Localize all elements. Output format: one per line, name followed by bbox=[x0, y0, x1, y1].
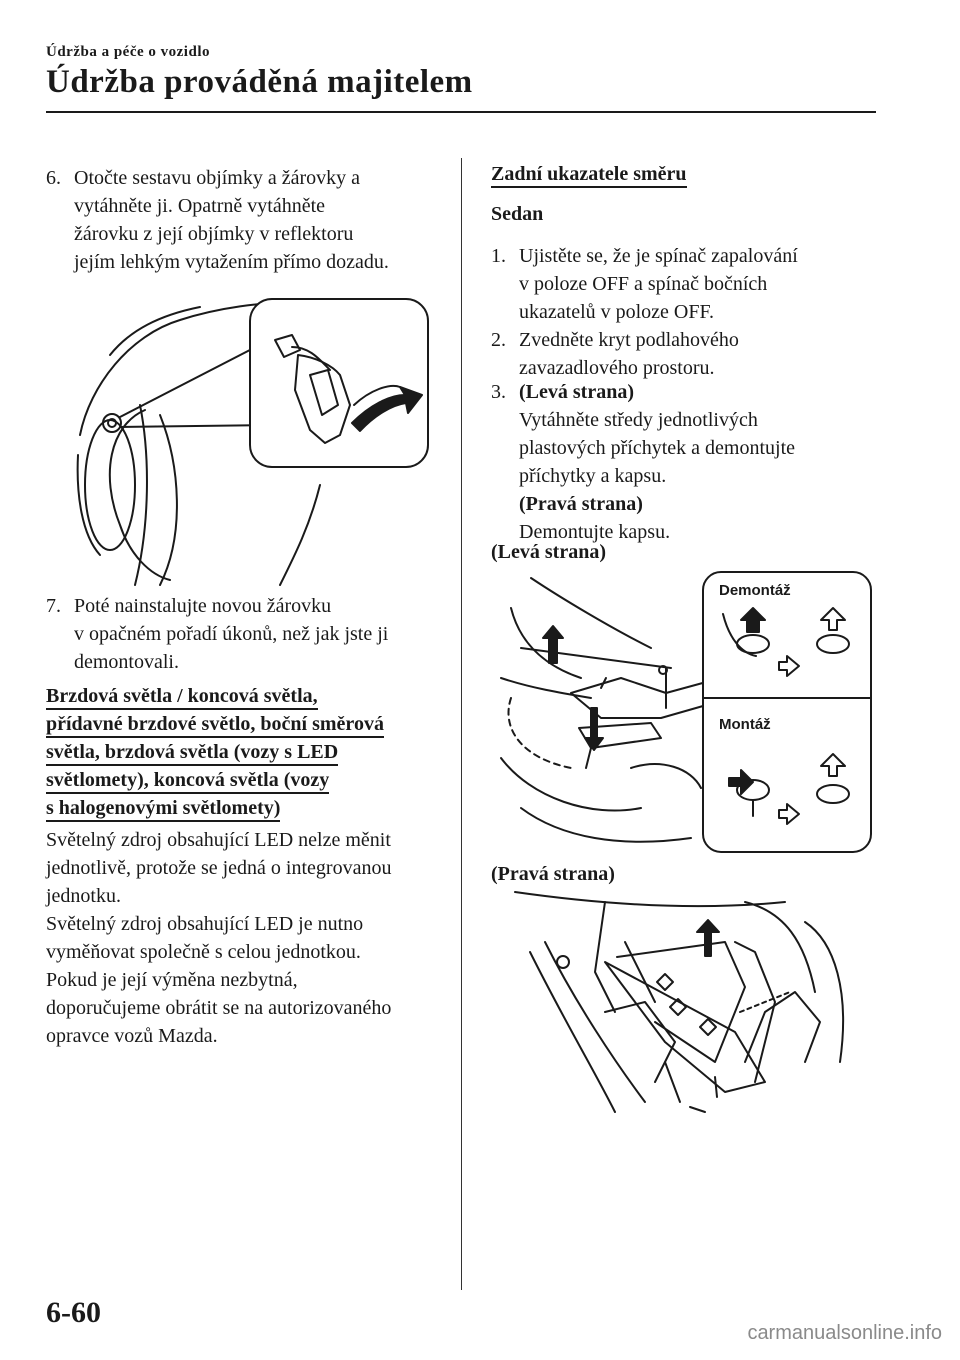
paragraph-line: opravce vozů Mazda. bbox=[46, 1025, 218, 1047]
step-6-line: jejím lehkým vytažením přímo dozadu. bbox=[74, 251, 389, 273]
step-2-line: Zvedněte kryt podlahového bbox=[519, 329, 739, 351]
section-heading-rear-indicators: Zadní ukazatele směru bbox=[491, 160, 687, 188]
step-2-line: zavazadlového prostoru. bbox=[519, 357, 715, 379]
step-1-line: v poloze OFF a spínač bočních bbox=[519, 273, 768, 295]
step-7-line: Poté nainstalujte novou žárovku bbox=[74, 595, 332, 617]
step-3: 3. (Levá strana) Vytáhněte středy jednot… bbox=[491, 378, 871, 546]
section-heading-line: s halogenovými světlomety) bbox=[46, 797, 281, 822]
step-3-right-side-text: Demontujte kapsu. bbox=[519, 521, 671, 543]
trunk-left-side-illustration bbox=[500, 571, 872, 853]
led-info-paragraph: Světelný zdroj obsahující LED nelze měni… bbox=[46, 826, 466, 1050]
step-3-left-side-label: (Levá strana) bbox=[519, 381, 634, 403]
step-3-line: Vytáhněte středy jednotlivých bbox=[519, 409, 758, 431]
trunk-right-side-illustration bbox=[514, 891, 845, 1113]
left-side-figure-caption: (Levá strana) bbox=[491, 541, 606, 563]
paragraph-line: Pokud je její výměna nezbytná, bbox=[46, 969, 298, 991]
title-divider bbox=[46, 111, 876, 113]
removal-label: Demontáž bbox=[719, 582, 791, 599]
paragraph-line: jednotku. bbox=[46, 885, 121, 907]
section-heading-line: přídavné brzdové světlo, boční směrová bbox=[46, 713, 384, 738]
breadcrumb: Údržba a péče o vozidlo bbox=[46, 44, 210, 60]
step-6-line: žárovku z její objímky v reflektoru bbox=[74, 223, 354, 245]
step-7: 7. Poté nainstalujte novou žárovku v opa… bbox=[46, 592, 446, 676]
step-1: 1. Ujistěte se, že je spínač zapalování … bbox=[491, 242, 871, 326]
step-3-line: plastových příchytek a demontujte bbox=[519, 437, 796, 459]
section-heading-line: světla, brzdová světla (vozy s LED bbox=[46, 741, 339, 766]
install-label: Montáž bbox=[719, 716, 771, 733]
step-number: 6. bbox=[46, 167, 61, 189]
right-side-figure-caption: (Pravá strana) bbox=[491, 863, 615, 885]
section-heading-text: Zadní ukazatele směru bbox=[491, 163, 687, 188]
paragraph-line: vyměňovat společně s celou jednotkou. bbox=[46, 941, 361, 963]
step-6: 6. Otočte sestavu objímky a žárovky a vy… bbox=[46, 164, 446, 276]
page-title: Údržba prováděná majitelem bbox=[46, 64, 473, 100]
watermark: carmanualsonline.info bbox=[747, 1322, 942, 1344]
step-6-line: Otočte sestavu objímky a žárovky a bbox=[74, 167, 361, 189]
step-7-line: demontovali. bbox=[74, 651, 179, 673]
step-2: 2. Zvedněte kryt podlahového zavazadlové… bbox=[491, 326, 871, 382]
step-number: 3. bbox=[491, 381, 506, 403]
step-6-line: vytáhněte ji. Opatrně vytáhněte bbox=[74, 195, 326, 217]
step-number: 7. bbox=[46, 595, 61, 617]
step-number: 2. bbox=[491, 329, 506, 351]
subsection-sedan: Sedan bbox=[491, 203, 544, 225]
step-1-line: ukazatelů v poloze OFF. bbox=[519, 301, 715, 323]
paragraph-line: Světelný zdroj obsahující LED nelze měni… bbox=[46, 829, 391, 851]
step-7-line: v opačném pořadí úkonů, než jak jste ji bbox=[74, 623, 389, 645]
step-number: 1. bbox=[491, 245, 506, 267]
step-3-line: příchytky a kapsu. bbox=[519, 465, 667, 487]
section-heading-line: světlomety), koncová světla (vozy bbox=[46, 769, 330, 794]
step-3-right-side-label: (Pravá strana) bbox=[519, 493, 643, 515]
section-heading-line: Brzdová světla / koncová světla, bbox=[46, 685, 318, 710]
paragraph-line: doporučujeme obrátit se na autorizovanéh… bbox=[46, 997, 392, 1019]
column-divider bbox=[461, 158, 462, 1290]
headlight-bulb-illustration bbox=[76, 298, 429, 586]
step-1-line: Ujistěte se, že je spínač zapalování bbox=[519, 245, 798, 267]
page-number: 6-60 bbox=[46, 1296, 101, 1329]
section-heading-brake-lights: Brzdová světla / koncová světla, přídavn… bbox=[46, 682, 466, 822]
paragraph-line: jednotlivě, protože se jedná o integrova… bbox=[46, 857, 392, 879]
paragraph-line: Světelný zdroj obsahující LED je nutno bbox=[46, 913, 364, 935]
